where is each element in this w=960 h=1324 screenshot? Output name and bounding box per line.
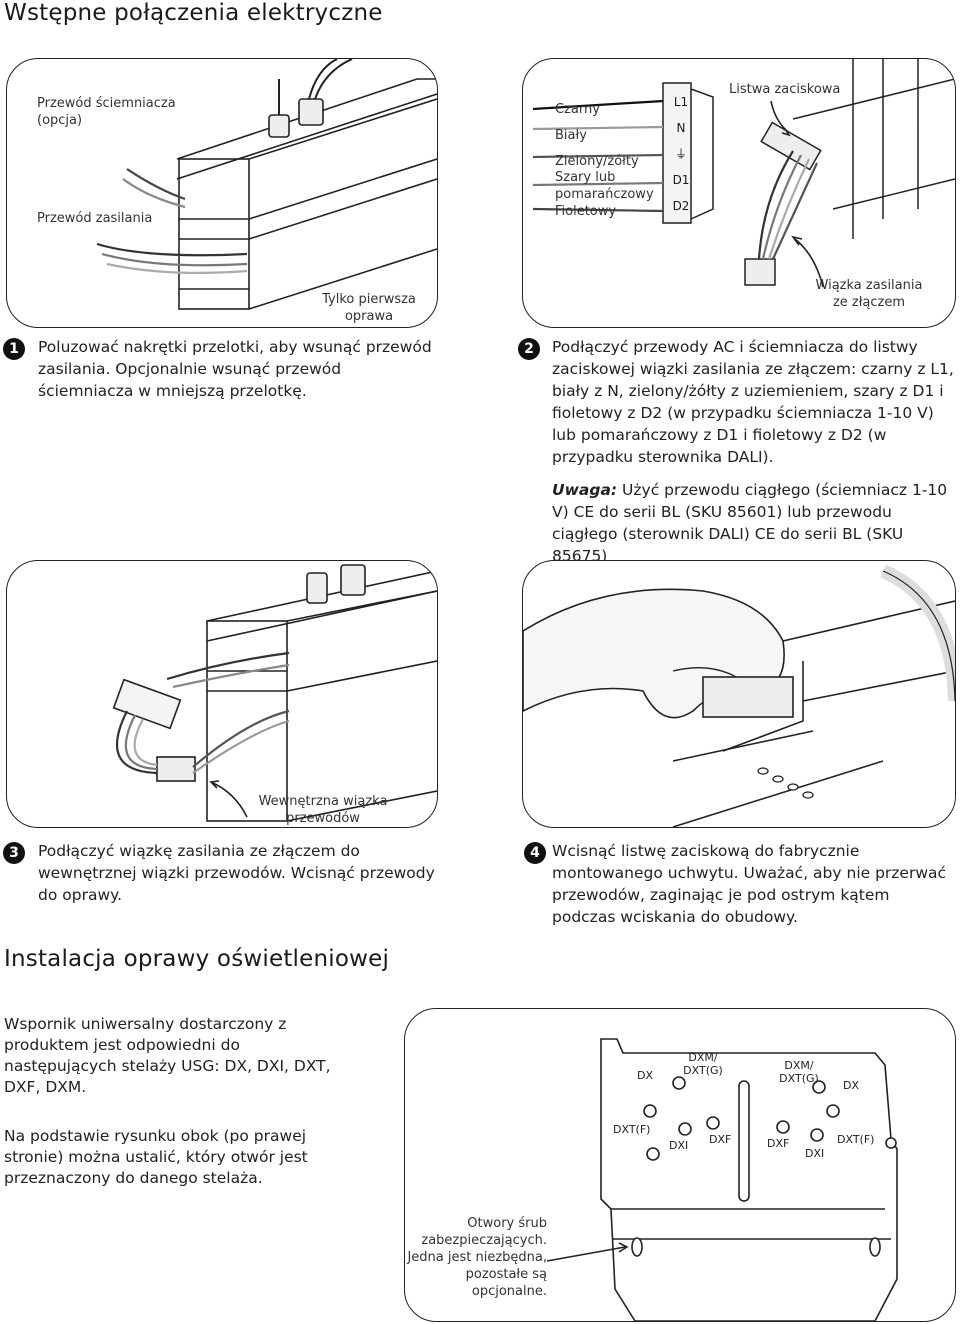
step-3-text: Podłączyć wiązkę zasilania ze złączem do…: [38, 842, 435, 904]
label-dimmer-wire: Przewód ściemniacza (opcja): [37, 96, 176, 128]
hole-label-dxf-left: DXF: [709, 1133, 732, 1146]
ground-icon: ⏚: [674, 147, 687, 161]
wire-label-white: Biały: [555, 128, 587, 143]
label-power-wire: Przewód zasilania: [37, 211, 153, 226]
panel-gland-illustration: Przewód ściemniacza (opcja) Przewód zasi…: [6, 58, 438, 328]
harness-connection-drawing: [112, 564, 437, 822]
bracket-hole-guide-text: Na podstawie rysunku obok (po prawej str…: [4, 1127, 308, 1187]
hole-label-dxtf-right: DXT(F): [837, 1133, 875, 1146]
label-terminal-strip: Listwa zaciskowa: [729, 82, 841, 97]
panel-press-strip-illustration: [522, 560, 956, 828]
hole-label-dxf-right: DXF: [767, 1137, 790, 1150]
wire-label-violet: Fioletowy: [555, 204, 617, 219]
panel-bracket-illustration: DX DXM/ DXT(G) DXM/ DXT(G) DX DXT(F) DXI…: [404, 1008, 956, 1322]
step-4-text: Wcisnąć listwę zaciskową do fabrycznie m…: [552, 842, 947, 926]
step-1-text: Poluzować nakrętki przelotki, aby wsunąć…: [38, 338, 432, 400]
terminal-label-d1: D1: [672, 173, 690, 187]
fixture-gland-drawing: [96, 59, 437, 310]
step-number-4: 4: [524, 842, 546, 864]
section-title-electrical: Wstępne połączenia elektryczne: [4, 0, 383, 26]
wire-label-orange: pomarańczowy: [555, 187, 654, 202]
hole-label-dx-left: DX: [637, 1069, 654, 1082]
hole-label-dxm-dxtg-left: DXM/ DXT(G): [683, 1051, 723, 1077]
note-label: Uwaga:: [552, 481, 618, 499]
label-internal-harness: Wewnętrzna wiązka przewodów: [258, 794, 388, 826]
hole-label-dxm-dxtg-right: DXM/ DXT(G): [779, 1059, 819, 1085]
screw-holes-note: Otwory śrub zabezpieczających. Jedna jes…: [407, 1216, 547, 1299]
wire-label-black: Czarny: [555, 102, 600, 117]
step-2-text: Podłączyć przewody AC i ściemniacza do l…: [552, 338, 954, 466]
panel-terminal-strip-illustration: Czarny Biały Zielony/żółty Szary lub pom…: [522, 58, 956, 328]
step-number-3: 3: [3, 842, 25, 864]
terminal-label-l1: L1: [673, 95, 689, 109]
bracket-compatibility-text: Wspornik uniwersalny dostarczony z produ…: [4, 1015, 331, 1096]
hole-label-dxi-left: DXI: [669, 1139, 689, 1152]
step-number-2: 2: [518, 338, 540, 360]
terminal-label-n: N: [676, 121, 686, 135]
wire-label-green-yellow: Zielony/żółty: [555, 154, 639, 169]
press-terminal-strip-drawing: [523, 564, 955, 827]
universal-bracket-drawing: [546, 1038, 898, 1321]
hole-label-dx-right: DX: [843, 1079, 860, 1092]
step-2-note: Uwaga: Użyć przewodu ciągłego (ściemniac…: [552, 479, 956, 567]
panel-harness-illustration: Wewnętrzna wiązka przewodów: [6, 560, 438, 828]
hole-label-dxtf-left: DXT(F): [613, 1123, 651, 1136]
terminal-label-d2: D2: [672, 199, 690, 213]
note-text: Użyć przewodu ciągłego (ściemniacz 1-10 …: [552, 481, 948, 565]
hole-label-dxi-right: DXI: [805, 1147, 825, 1160]
section-title-installation: Instalacja oprawy oświetleniowej: [4, 946, 390, 972]
label-harness-with-connector: Wiązka zasilania ze złączem: [815, 278, 923, 310]
label-first-fixture-only: Tylko pierwsza oprawa: [322, 292, 416, 324]
terminal-labels: L1 N ⏚ D1 D2: [671, 89, 691, 219]
terminal-strip-drawing: [532, 59, 955, 288]
wire-label-grey: Szary lub: [555, 170, 616, 185]
step-number-1: 1: [3, 338, 25, 360]
